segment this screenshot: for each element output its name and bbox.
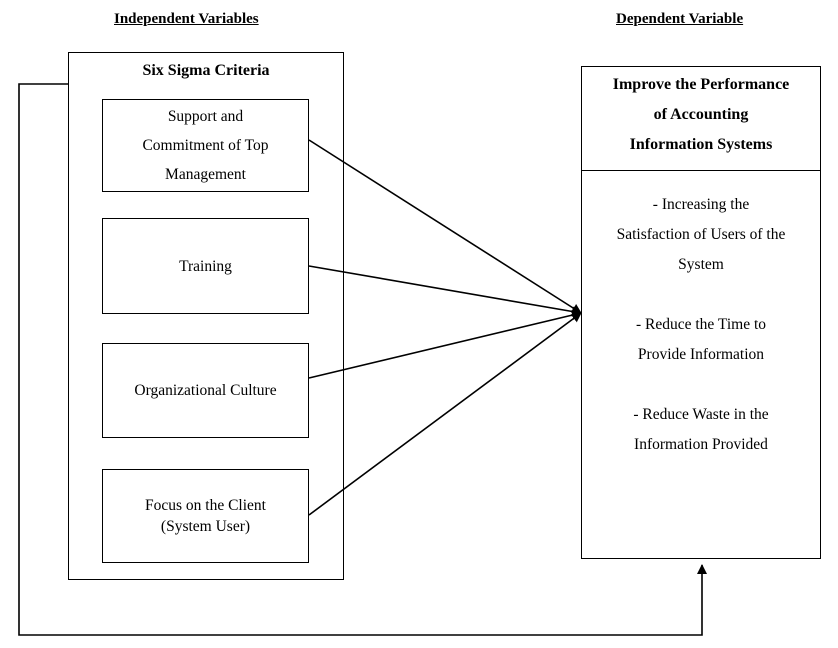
title-line: of Accounting [653,106,749,123]
criterion-line: (System User) [160,518,251,535]
criterion-box-focus-on-client: Focus on the Client (System User) [102,469,309,563]
title-divider [581,170,821,171]
criterion-line: Organizational Culture [134,382,277,399]
measure-reduce-time: - Reduce the Time to Provide Information [581,310,821,370]
criterion-line: Training [179,257,232,275]
independent-variables-heading: Independent Variables [114,11,259,27]
measure-line: Provide Information [637,346,765,363]
criterion-line: Management [165,166,246,183]
criterion-box-organizational-culture: Organizational Culture [102,343,309,438]
title-line: Improve the Performance [612,76,790,93]
measure-line: - Increasing the [652,196,750,213]
criterion-line: Commitment of Top [142,137,269,154]
arrow-focus-client [308,312,582,516]
six-sigma-criteria-title: Six Sigma Criteria [142,62,270,79]
feedback-arrow [18,83,707,636]
arrow-training [308,265,582,317]
measure-line: System [678,256,724,273]
dependent-variable-title: Improve the Performance of Accounting In… [581,70,821,160]
measure-line: - Reduce the Time to [635,316,767,333]
criterion-box-top-management: Support and Commitment of Top Management [102,99,309,192]
measure-reduce-waste: - Reduce Waste in the Information Provid… [581,400,821,460]
criterion-line: Focus on the Client [145,497,266,514]
measure-user-satisfaction: - Increasing the Satisfaction of Users o… [581,190,821,280]
six-sigma-criteria-group [68,52,344,580]
arrow-top-management [308,139,582,314]
title-line: Information Systems [629,136,773,153]
criterion-box-training: Training [102,218,309,314]
measure-line: Satisfaction of Users of the [616,226,786,243]
dependent-variable-heading: Dependent Variable [616,11,744,27]
arrow-organizational-culture [308,310,582,379]
measure-line: - Reduce Waste in the [633,406,769,423]
criterion-line: Support and [167,108,244,125]
measure-line: Information Provided [634,436,768,453]
